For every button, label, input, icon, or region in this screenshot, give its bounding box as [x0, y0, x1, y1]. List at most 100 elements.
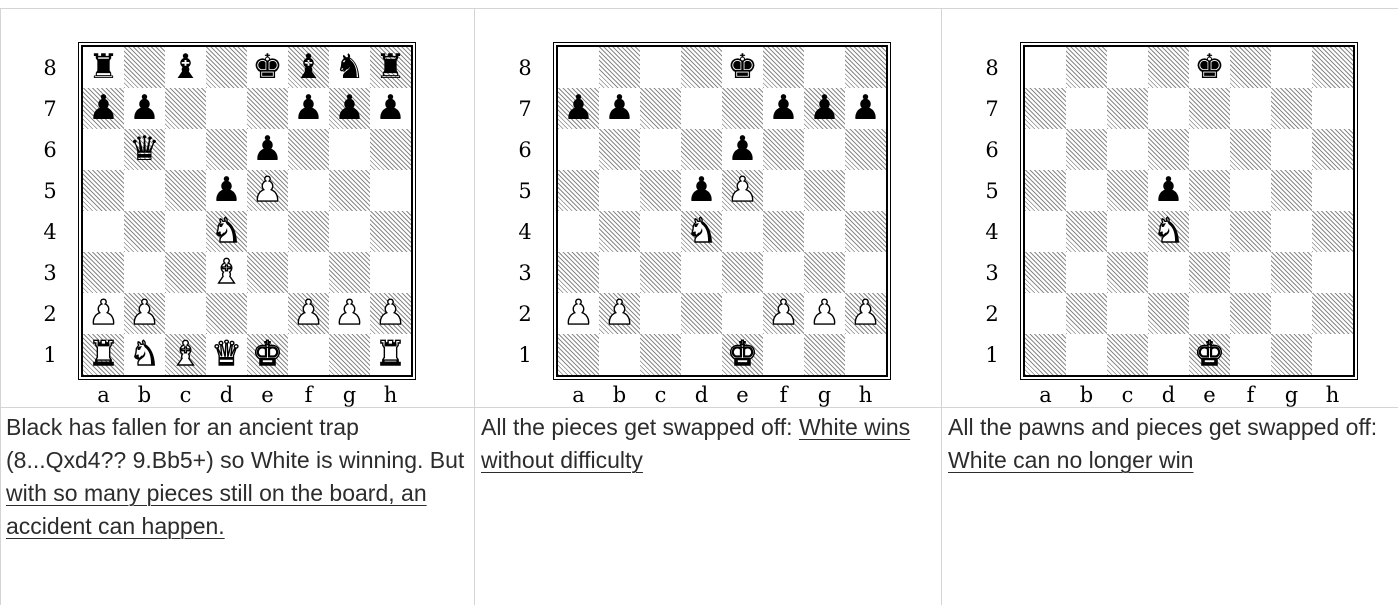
- white-rook-icon: ♜: [370, 334, 411, 375]
- white-knight-icon: ♞: [124, 334, 165, 375]
- black-king-icon: ♚: [1189, 47, 1230, 88]
- square-d2: [681, 293, 722, 334]
- chess-board: ♚♟♟♟♟♟♟♟♟♞♟♟♟♟♟♚: [556, 45, 888, 377]
- file-label-f: f: [764, 383, 803, 407]
- caption-3-link[interactable]: White can no longer win: [948, 447, 1193, 473]
- rank-label-6: 6: [982, 138, 1002, 162]
- square-c8: ♝: [165, 47, 206, 88]
- file-label-b: b: [600, 383, 639, 407]
- file-label-e: e: [1190, 383, 1229, 407]
- square-e4: [722, 211, 763, 252]
- square-f3: [1230, 252, 1271, 293]
- white-pawn-icon: ♟: [329, 293, 370, 334]
- chess-diagram-2: 87654321abcdefgh♚♟♟♟♟♟♟♟♟♞♟♟♟♟♟♚: [475, 9, 941, 409]
- caption-3: All the pawns and pieces get swapped off…: [942, 411, 1398, 477]
- square-d7: [206, 88, 247, 129]
- square-b4: [599, 211, 640, 252]
- square-g2: [1271, 293, 1312, 334]
- file-label-e: e: [248, 383, 287, 407]
- square-a6: [558, 129, 599, 170]
- square-h4: [845, 211, 886, 252]
- square-d6: [1148, 129, 1189, 170]
- square-b5: [1066, 170, 1107, 211]
- square-e3: [1189, 252, 1230, 293]
- square-g4: [329, 211, 370, 252]
- square-b3: [599, 252, 640, 293]
- square-d3: [681, 252, 722, 293]
- square-h6: [845, 129, 886, 170]
- white-queen-icon: ♛: [206, 334, 247, 375]
- rank-label-5: 5: [982, 179, 1002, 203]
- caption-1-text: Black has fallen for an ancient trap (8.…: [6, 414, 464, 473]
- square-h3: [1312, 252, 1353, 293]
- square-e1: ♚: [722, 334, 763, 375]
- square-f8: [763, 47, 804, 88]
- file-label-h: h: [371, 383, 410, 407]
- square-f8: ♝: [288, 47, 329, 88]
- square-f6: [1230, 129, 1271, 170]
- black-pawn-icon: ♟: [845, 88, 886, 129]
- caption-2-text: All the pieces get swapped off:: [481, 414, 799, 440]
- white-king-icon: ♚: [722, 334, 763, 375]
- square-h3: [370, 252, 411, 293]
- square-a8: [1025, 47, 1066, 88]
- square-a2: [1025, 293, 1066, 334]
- square-c4: [1107, 211, 1148, 252]
- square-c4: [640, 211, 681, 252]
- white-pawn-icon: ♟: [804, 293, 845, 334]
- square-h1: [1312, 334, 1353, 375]
- square-b6: [1066, 129, 1107, 170]
- rank-label-7: 7: [982, 97, 1002, 121]
- square-c5: [640, 170, 681, 211]
- square-g2: ♟: [329, 293, 370, 334]
- square-c7: [1107, 88, 1148, 129]
- square-g5: [329, 170, 370, 211]
- square-e4: [247, 211, 288, 252]
- square-d3: [1148, 252, 1189, 293]
- black-rook-icon: ♜: [370, 47, 411, 88]
- file-label-a: a: [1026, 383, 1065, 407]
- file-label-h: h: [846, 383, 885, 407]
- square-g8: [1271, 47, 1312, 88]
- square-d7: [681, 88, 722, 129]
- square-g6: [804, 129, 845, 170]
- rank-label-1: 1: [515, 343, 535, 367]
- square-b3: [1066, 252, 1107, 293]
- white-bishop-icon: ♝: [206, 252, 247, 293]
- square-f7: ♟: [288, 88, 329, 129]
- caption-1-link[interactable]: with so many pieces still on the board, …: [6, 480, 427, 539]
- square-b1: [1066, 334, 1107, 375]
- file-label-g: g: [1272, 383, 1311, 407]
- square-b2: ♟: [599, 293, 640, 334]
- file-label-e: e: [723, 383, 762, 407]
- square-c5: [165, 170, 206, 211]
- square-a4: [83, 211, 124, 252]
- white-rook-icon: ♜: [83, 334, 124, 375]
- rank-label-3: 3: [40, 261, 60, 285]
- square-c8: [1107, 47, 1148, 88]
- square-h1: ♜: [370, 334, 411, 375]
- square-d4: ♞: [681, 211, 722, 252]
- square-b8: [124, 47, 165, 88]
- square-c7: [165, 88, 206, 129]
- black-pawn-icon: ♟: [558, 88, 599, 129]
- white-king-icon: ♚: [1189, 334, 1230, 375]
- square-f7: ♟: [763, 88, 804, 129]
- square-g3: [804, 252, 845, 293]
- square-e6: ♟: [247, 129, 288, 170]
- chess-board: ♚♟♞♚: [1023, 45, 1355, 377]
- black-pawn-icon: ♟: [247, 129, 288, 170]
- square-a3: [1025, 252, 1066, 293]
- white-knight-icon: ♞: [206, 211, 247, 252]
- white-knight-icon: ♞: [1148, 211, 1189, 252]
- chess-board: ♜♝♚♝♞♜♟♟♟♟♟♛♟♟♟♞♝♟♟♟♟♟♜♞♝♛♚♜: [81, 45, 413, 377]
- square-f2: ♟: [763, 293, 804, 334]
- square-f3: [288, 252, 329, 293]
- square-e1: ♚: [1189, 334, 1230, 375]
- square-d8: [1148, 47, 1189, 88]
- square-c8: [640, 47, 681, 88]
- file-label-g: g: [330, 383, 369, 407]
- white-pawn-icon: ♟: [370, 293, 411, 334]
- rank-label-7: 7: [40, 97, 60, 121]
- square-c4: [165, 211, 206, 252]
